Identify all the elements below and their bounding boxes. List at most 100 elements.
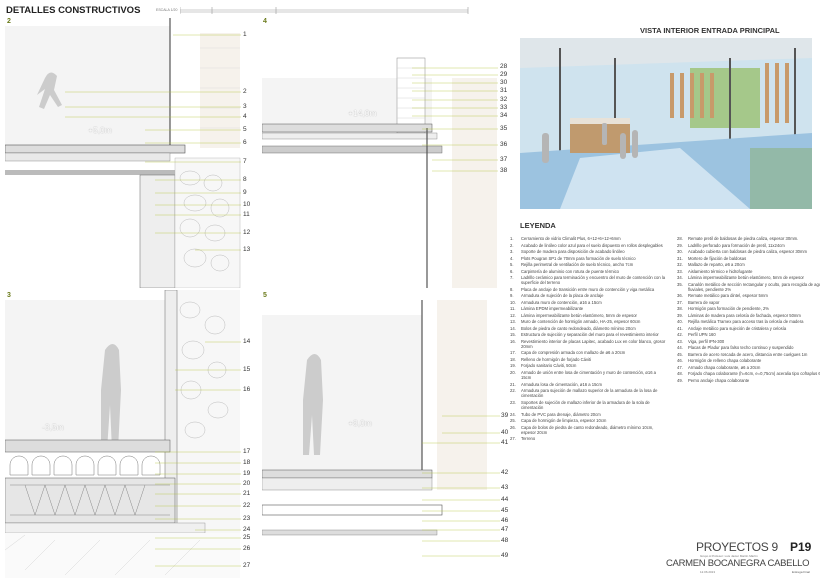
level-marker: -3,5m <box>42 422 64 432</box>
legend-item-number: 46. <box>677 358 683 364</box>
legend-item-number: 26. <box>510 424 516 430</box>
legend-item: 44.Placas de Pladur para falso techo con… <box>674 345 820 350</box>
callout-number: 5 <box>243 126 247 133</box>
legend-item-text: Terreno <box>521 436 536 442</box>
legend-item-number: 33. <box>677 268 683 274</box>
legend-item-text: Rejilla metálica Tramex para acceso tras… <box>688 319 804 325</box>
legend-item: 43.Viga, perfil IPN-300 <box>674 339 820 344</box>
legend-item-text: Lámina EPDM impermeabilizante <box>521 306 584 312</box>
legend-item-text: Acabado cubierta con baldosas de piedra … <box>688 249 807 254</box>
legend-item-number: 21. <box>510 381 516 387</box>
legend-item-text: Armadura para sujeción de mallazo superi… <box>521 388 658 399</box>
legend-item-text: Revestimiento interior de placas Lapitec… <box>521 338 666 349</box>
legend-item-text: Armadura muro de contención, ø16 a 15cm <box>521 299 602 305</box>
callout-number: 17 <box>243 448 251 455</box>
legend-item: 31.Mortero de fijación de baldosas <box>674 256 820 261</box>
legend-item-text: Soporte de madera para disposición de ac… <box>521 249 625 254</box>
callout-number: 2 <box>243 88 247 95</box>
legend-item-text: Remate pretil de baldosas de piedra cali… <box>688 236 799 241</box>
legend-item-number: 19. <box>510 363 516 369</box>
legend-item-number: 40. <box>677 319 683 325</box>
legend-item: 8.Placa de anclaje de transición entre m… <box>507 287 667 292</box>
legend-item: 16.Revestimiento interior de placas Lapi… <box>507 339 667 349</box>
legend-item-number: 48. <box>677 371 683 377</box>
legend-item-number: 20. <box>510 369 516 375</box>
legend-item: 4.Plots Pougran SP1 de 70mm para formaci… <box>507 256 667 261</box>
legend-item-text: Placas de Pladur para falso techo contin… <box>688 345 794 351</box>
legend-item-text: Capa de compresión armada con mallazo de… <box>521 350 626 356</box>
legend-item-number: 43. <box>677 338 683 344</box>
legend-item-text: Cerramiento de vidrio Climalit Plus, 6+1… <box>521 236 621 241</box>
legend-item: 24. Tubo de PVC para drenaje, diámetro 20… <box>507 412 667 417</box>
callout-number: 44 <box>501 496 509 503</box>
legend-item: 48.Forjado chapa colaborante (h=6cm, e=0… <box>674 371 820 376</box>
legend-item-number: 28. <box>677 236 683 241</box>
callout-number: 48 <box>501 537 509 544</box>
legend-item-text: Barrera de acero roscada de acero, dista… <box>688 351 808 357</box>
callout-number: 43 <box>501 484 509 491</box>
legend-item-number: 13. <box>510 319 516 325</box>
legend-item-text: Tubo de PVC para drenaje, diámetro 20cm <box>521 411 601 417</box>
legend-item: 18.Relleno de hormigón de forjado Cáviti <box>507 357 667 362</box>
legend-item-number: 27. <box>510 436 516 442</box>
legend-item-number: 6. <box>510 268 514 274</box>
course-title: PROYECTOS 9 <box>696 540 778 554</box>
callout-number: 7 <box>243 158 247 165</box>
legend-item: 17.Capa de compresión armada con mallazo… <box>507 350 667 355</box>
legend-item-number: 32. <box>677 262 683 267</box>
callout-number: 31 <box>500 87 508 94</box>
legend-item: 39.Láminas de madera para celosía de fac… <box>674 313 820 318</box>
legend-item: 7.Ladrillo cerámico para terminación y e… <box>507 275 667 285</box>
legend-item-number: 24. <box>510 411 516 417</box>
legend-item-number: 29. <box>677 242 683 248</box>
legend-item-number: 3. <box>510 249 514 254</box>
legend-item-number: 2. <box>510 242 514 248</box>
legend-item-number: 10. <box>510 299 516 305</box>
legend-item-number: 37. <box>677 299 683 305</box>
legend-item-text: Armado de unión entre losa de cimentació… <box>521 369 657 381</box>
legend-item-text: Barrera de vapor <box>688 299 720 305</box>
detail-number: 2 <box>7 18 11 25</box>
legend-item: 27. Terreno <box>507 436 667 441</box>
legend-item: 12.Lámina impermeabilizante betún elastó… <box>507 313 667 318</box>
legend-item-text: Lámina impermeabilizante betún elastómer… <box>688 275 804 280</box>
legend-item-text: Anclaje metálico para sujeción de crista… <box>688 325 787 331</box>
callout-number: 14 <box>243 338 251 345</box>
legend-item: 45.Barrera de acero roscada de acero, di… <box>674 352 820 357</box>
legend-item-number: 49. <box>677 377 683 383</box>
legend-item-text: Hormigón de relleno chapa colaborante <box>688 358 762 364</box>
detail-number: 4 <box>263 18 267 25</box>
legend-item: 2.Acabado de linóleo color azul para el … <box>507 243 667 248</box>
legend-item-number: 35. <box>677 281 683 287</box>
legend-item: 26.Capa de bolos de piedra de canto redo… <box>507 425 667 435</box>
callout-number: 15 <box>243 366 251 373</box>
legend-item-number: 23. <box>510 399 516 405</box>
callout-number: 11 <box>243 211 250 218</box>
section-drawing-2 <box>5 18 241 288</box>
legend-item: 13. Muro de contención de hormigón armado… <box>507 319 667 324</box>
legend-item-number: 4. <box>510 255 514 261</box>
legend-item-number: 5. <box>510 262 514 267</box>
legend-item-number: 39. <box>677 312 683 318</box>
legend-item-number: 34. <box>677 275 683 280</box>
legend-item-number: 9. <box>510 293 514 299</box>
interior-render-image <box>520 38 812 209</box>
legend-item-text: Relleno de hormigón de forjado Cáviti <box>521 356 592 362</box>
legend-item-number: 25. <box>510 418 516 424</box>
legend-item-text: Perno anclaje chapa colaborante <box>688 377 750 383</box>
legend-item-number: 47. <box>677 364 683 370</box>
callout-number: 25 <box>243 534 251 541</box>
callout-number: 19 <box>243 470 251 477</box>
legend-item-number: 36. <box>677 293 683 299</box>
callout-number: 6 <box>243 139 247 146</box>
legend-column: 1.Cerramiento de vidrio Climalit Plus, 6… <box>507 236 667 443</box>
legend-item: 21.Armadura losa de cimentación, ø16 a 1… <box>507 382 667 387</box>
callout-number: 22 <box>243 502 251 509</box>
legend-item-text: Muro de contención de hormigón armado, H… <box>521 319 641 325</box>
callout-number: 27 <box>243 562 251 569</box>
callout-number: 45 <box>501 507 509 514</box>
callout-number: 47 <box>501 526 509 533</box>
legend-item-number: 14. <box>510 325 516 331</box>
legend-item-text: Carpintería de aluminio con rotura de pu… <box>521 268 619 274</box>
legend-item-text: Armado chapa colaborante, ø6 a 20cm <box>688 364 761 370</box>
